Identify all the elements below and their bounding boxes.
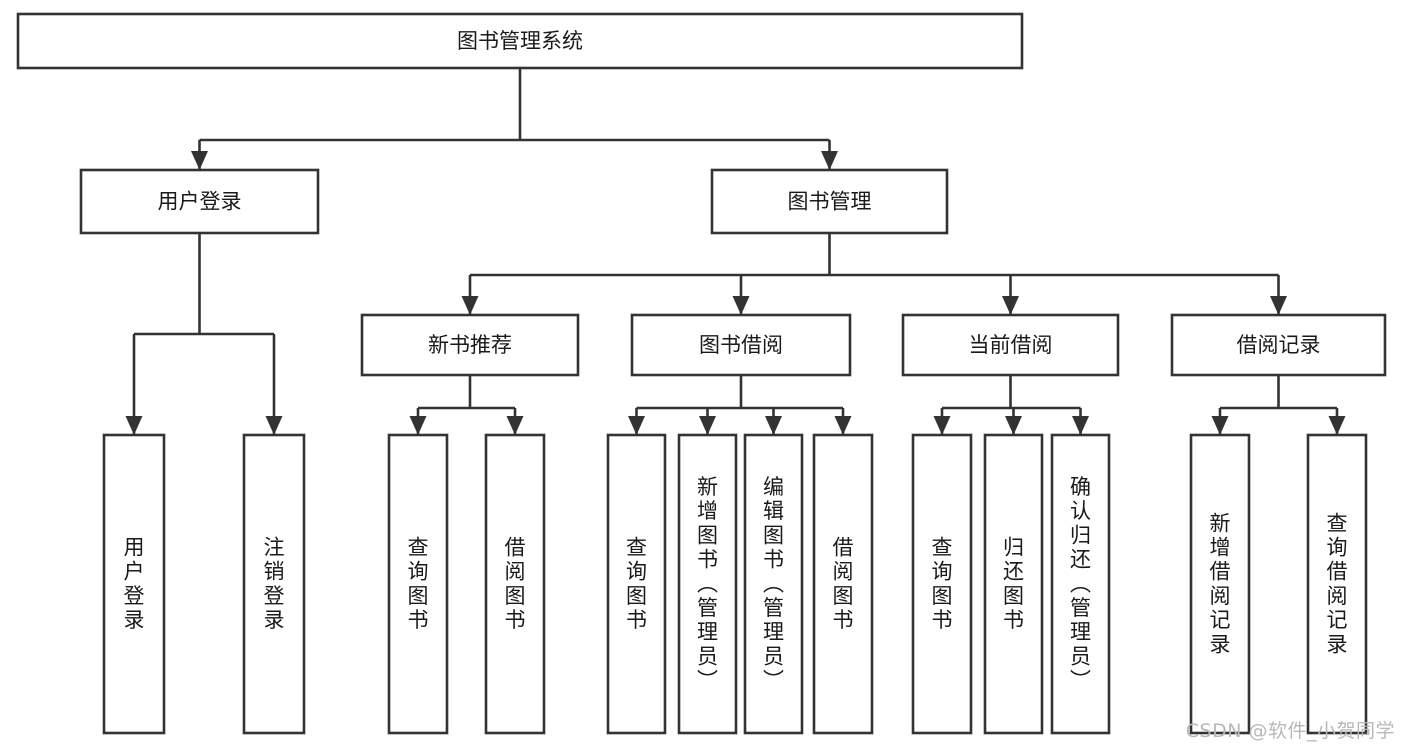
leaf-node[interactable]: 借阅图书 — [484, 433, 546, 735]
arrow-head-icon — [699, 416, 716, 435]
leaf-node[interactable]: 查询图书 — [606, 433, 667, 735]
leaf-node[interactable]: 新增图书︵管理员︶ — [677, 433, 738, 735]
leaf-box[interactable] — [743, 433, 804, 735]
leaf-label: 查询图书 — [932, 535, 953, 632]
leaf-label: 归还图书 — [1003, 535, 1024, 632]
arrow-head-icon — [732, 296, 750, 315]
level3-box[interactable] — [360, 313, 580, 377]
leaf-label: 借阅图书 — [833, 535, 854, 632]
level2-label: 用户登录 — [158, 190, 242, 214]
leaf-node[interactable]: 借阅图书 — [812, 433, 874, 735]
level3-label: 当前借阅 — [969, 333, 1053, 357]
leaf-label: 查询图书 — [626, 535, 647, 632]
level3-label: 新书推荐 — [428, 333, 512, 357]
leaf-box[interactable] — [484, 433, 546, 735]
leaf-label: 查询图书 — [408, 535, 429, 632]
leaf-label: 借阅图书 — [505, 535, 526, 632]
leaf-box[interactable] — [983, 433, 1044, 735]
leaf-node[interactable]: 归还图书 — [983, 433, 1044, 735]
leaf-label: 新增借阅记录 — [1210, 511, 1231, 656]
watermark-label: CSDN @软件_小贺同学 — [1185, 720, 1395, 742]
leaf-box[interactable] — [1189, 433, 1251, 735]
level3-node[interactable]: 新书推荐 — [360, 313, 580, 377]
leaf-node[interactable]: 确认归还︵管理员︶ — [1050, 433, 1111, 735]
arrow-head-icon — [1002, 296, 1019, 315]
leaf-node[interactable]: 查询图书 — [387, 433, 449, 735]
arrow-head-icon — [1270, 296, 1287, 315]
level3-label: 借阅记录 — [1237, 333, 1321, 357]
leaf-label: 查询借阅记录 — [1327, 511, 1348, 656]
leaf-node[interactable]: 用户登录 — [102, 433, 166, 735]
leaf-box[interactable] — [102, 433, 166, 735]
arrow-head-icon — [191, 151, 208, 170]
leaf-box[interactable] — [242, 433, 306, 735]
level3-node[interactable]: 图书借阅 — [630, 313, 852, 377]
arrow-head-icon — [1211, 416, 1229, 435]
root-node[interactable]: 图书管理系统 — [16, 12, 1024, 70]
arrow-head-icon — [506, 416, 524, 435]
arrow-head-icon — [125, 416, 143, 435]
arrow-head-icon — [409, 416, 427, 435]
arrow-head-icon — [461, 296, 479, 315]
leaf-box[interactable] — [387, 433, 449, 735]
arrow-head-icon — [1328, 416, 1346, 435]
level3-node[interactable]: 借阅记录 — [1170, 313, 1387, 377]
leaf-box[interactable] — [1306, 433, 1368, 735]
nodes-layer: 图书管理系统用户登录图书管理新书推荐图书借阅当前借阅借阅记录用户登录注销登录查询… — [16, 12, 1387, 735]
level3-node[interactable]: 当前借阅 — [901, 313, 1120, 377]
level3-box[interactable] — [1170, 313, 1387, 377]
leaf-box[interactable] — [911, 433, 973, 735]
arrow-head-icon — [765, 416, 782, 435]
root-box[interactable] — [16, 12, 1024, 70]
arrow-head-icon — [834, 416, 852, 435]
leaf-label: 用户登录 — [124, 535, 145, 632]
leaf-label: 确认归还︵管理员︶ — [1070, 475, 1091, 693]
arrow-head-icon — [1072, 416, 1089, 435]
arrow-head-icon — [933, 416, 951, 435]
root-label: 图书管理系统 — [457, 29, 583, 53]
leaf-node[interactable]: 注销登录 — [242, 433, 306, 735]
level3-label: 图书借阅 — [699, 333, 783, 357]
leaf-node[interactable]: 查询图书 — [911, 433, 973, 735]
leaf-node[interactable]: 查询借阅记录 — [1306, 433, 1368, 735]
leaf-label: 编辑图书︵管理员︶ — [763, 475, 784, 693]
leaf-label: 注销登录 — [264, 535, 285, 632]
level2-box[interactable] — [79, 168, 320, 235]
level3-box[interactable] — [901, 313, 1120, 377]
level2-label: 图书管理 — [788, 190, 872, 214]
leaf-box[interactable] — [812, 433, 874, 735]
level2-node[interactable]: 图书管理 — [710, 168, 949, 235]
level2-node[interactable]: 用户登录 — [79, 168, 320, 235]
leaf-box[interactable] — [1050, 433, 1111, 735]
level3-box[interactable] — [630, 313, 852, 377]
leaf-node[interactable]: 新增借阅记录 — [1189, 433, 1251, 735]
arrow-head-icon — [1005, 416, 1022, 435]
edges-layer — [125, 68, 1346, 435]
leaf-label: 新增图书︵管理员︶ — [697, 475, 718, 693]
leaf-node[interactable]: 编辑图书︵管理员︶ — [743, 433, 804, 735]
leaf-box[interactable] — [606, 433, 667, 735]
arrow-head-icon — [628, 416, 645, 435]
arrow-head-icon — [821, 151, 838, 170]
arrow-head-icon — [265, 416, 283, 435]
level2-box[interactable] — [710, 168, 949, 235]
leaf-box[interactable] — [677, 433, 738, 735]
